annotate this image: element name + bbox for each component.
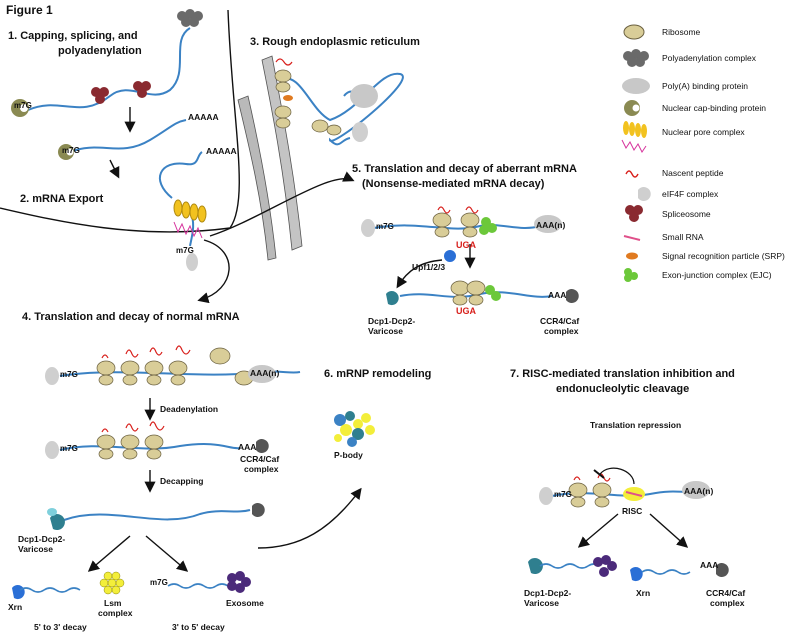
- cap-label: m7G: [60, 370, 78, 379]
- lsm-label: Lsm: [104, 598, 122, 608]
- xrn-label: Xrn: [8, 602, 23, 612]
- lsm-icon: [99, 571, 125, 595]
- cap-label: m7G: [376, 222, 394, 231]
- legend-nuclear-pore-complex: Nuclear pore complex: [662, 127, 745, 137]
- ribosome-icon: [274, 69, 342, 136]
- varicose-label: Varicose: [524, 598, 559, 608]
- figure-title: Figure 1: [6, 3, 53, 17]
- p-body-icon: [334, 411, 375, 447]
- section-1-title: 1. Capping, splicing, and: [8, 30, 138, 42]
- section-4-title: 4. Translation and decay of normal mRNA: [22, 311, 240, 323]
- legend-small-rna: Small RNA: [662, 232, 704, 242]
- mrna-strand: [27, 27, 191, 111]
- cap-label: m7G: [176, 246, 194, 255]
- cap-label: m7G: [62, 146, 80, 155]
- mrna-strand: [59, 443, 241, 451]
- decay53-label: 5' to 3' decay: [34, 622, 87, 632]
- legend-srp: Signal recognition particle (SRP): [662, 251, 785, 261]
- xrn-icon: [12, 585, 25, 600]
- export-arrow: [197, 239, 230, 304]
- xrn-label: Xrn: [636, 588, 651, 598]
- aaa-label: AAA: [548, 290, 567, 300]
- aaan-label: AAA(n): [684, 486, 714, 496]
- section-5-subtitle: (Nonsense-mediated mRNA decay): [362, 178, 545, 190]
- exosome-label: Exosome: [226, 598, 264, 608]
- section-2-title: 2. mRNA Export: [20, 193, 104, 205]
- to-pbody-arrow: [257, 487, 362, 549]
- cap-label: m7G: [60, 444, 78, 453]
- complex-label: complex: [710, 598, 745, 608]
- dcp-label: Dcp1-Dcp2-: [524, 588, 572, 598]
- mrna-strand: [373, 224, 541, 230]
- ccr4-label: CCR4/Caf: [240, 454, 280, 464]
- section-3-title: 3. Rough endoplasmic reticulum: [250, 36, 420, 48]
- aaan-label: AAA(n): [536, 220, 566, 230]
- mrna-strand: [69, 119, 187, 153]
- aaan-label: AAA(n): [250, 368, 280, 378]
- er-membrane: [261, 55, 303, 251]
- deadenylation-label: Deadenylation: [160, 404, 219, 414]
- aaa-label: AAA: [700, 560, 719, 570]
- er-membrane: [237, 95, 277, 261]
- pbody-label: P-body: [334, 450, 363, 460]
- aaa-label: AAA: [238, 442, 257, 452]
- legend-nascent-peptide: Nascent peptide: [662, 168, 724, 178]
- mrna-strand: [63, 509, 251, 521]
- cap-label: m7G: [554, 490, 572, 499]
- ccr4-label: CCR4/Caf: [540, 316, 580, 326]
- mrna-strand: [641, 569, 691, 575]
- ejc-icon: [479, 217, 497, 235]
- translation-repression-label: Translation repression: [590, 420, 682, 430]
- varicose-label: Varicose: [368, 326, 403, 336]
- legend-polya-binding-protein: Poly(A) binding protein: [662, 81, 748, 91]
- cap-label: m7G: [150, 578, 168, 587]
- legend-ejc: Exon-junction complex (EJC): [662, 270, 772, 280]
- mrna-strand: [279, 72, 404, 146]
- legend-eif4f-complex: eIF4F complex: [662, 189, 719, 199]
- section-1-title-line2: polyadenylation: [58, 45, 142, 57]
- legend-cap-binding-protein: Nuclear cap-binding protein: [662, 103, 766, 113]
- nuclear-pore-complex-icon: [173, 199, 207, 239]
- legend-polyadenylation-complex: Polyadenylation complex: [662, 53, 757, 63]
- ccr4-label: CCR4/Caf: [706, 588, 746, 598]
- upf-label: Upf1/2/3: [412, 262, 446, 272]
- polyadenylation-complex-icon: [177, 9, 203, 27]
- section-7-title-line2: endonucleolytic cleavage: [556, 383, 690, 395]
- mrna-strand: [159, 151, 203, 199]
- uga-label: UGA: [456, 306, 476, 316]
- complex-label: complex: [544, 326, 579, 336]
- legend-ribosome: Ribosome: [662, 27, 701, 37]
- mrna-strand: [167, 583, 229, 589]
- polya-label: AAAAA: [206, 146, 237, 156]
- section-5-title: 5. Translation and decay of aberrant mRN…: [352, 163, 577, 175]
- section-6-title: 6. mRNP remodeling: [324, 368, 432, 380]
- eif4f-complex-icon: [186, 253, 198, 271]
- export-arrow: [209, 171, 355, 237]
- exosome-icon: [227, 571, 251, 593]
- section-7-title: 7. RISC-mediated translation inhibition …: [510, 368, 735, 380]
- complex-label: complex: [244, 464, 279, 474]
- legend-spliceosome: Spliceosome: [662, 209, 711, 219]
- srp-icon: [283, 95, 293, 101]
- spliceosome-icon: [91, 81, 151, 104]
- uga-label: UGA: [456, 240, 476, 250]
- legend-icons: [621, 24, 651, 282]
- varicose-label: Varicose: [18, 544, 53, 554]
- cap-label: m7G: [14, 101, 32, 110]
- dcp-label: Dcp1-Dcp2-: [18, 534, 66, 544]
- decapping-label: Decapping: [160, 476, 204, 486]
- decay35-label: 3' to 5' decay: [172, 622, 225, 632]
- risc-label: RISC: [622, 506, 643, 516]
- dcp-label: Dcp1-Dcp2-: [368, 316, 416, 326]
- polya-label: AAAAA: [188, 112, 219, 122]
- mrna-strand: [539, 563, 601, 569]
- mrna-strand: [19, 587, 81, 593]
- lsm-complex-label: complex: [98, 608, 133, 618]
